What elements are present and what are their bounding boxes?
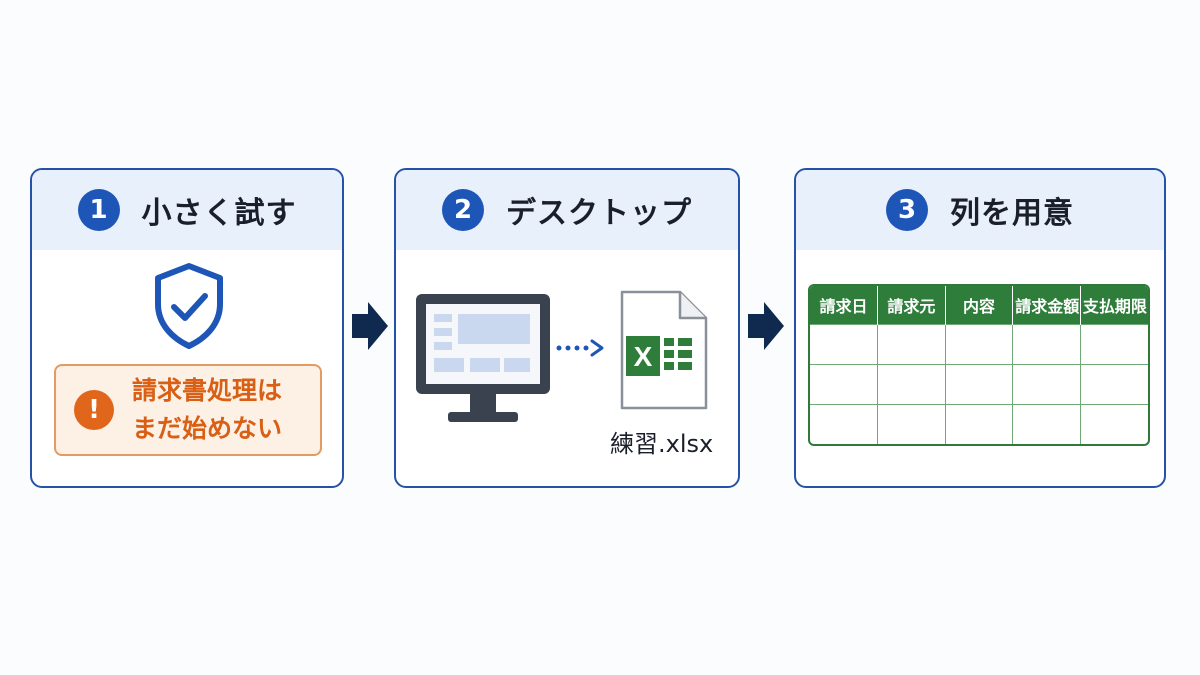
- excel-glyph: X: [634, 341, 653, 372]
- header-row: 請求日 請求元 内容 請求金額 支払期限: [810, 286, 1148, 324]
- warning-line-2: まだ始めない: [132, 414, 283, 443]
- column-header: 請求日: [810, 286, 879, 324]
- table-cell: [945, 363, 1014, 404]
- table-row: [810, 403, 1148, 444]
- column-header: 内容: [945, 286, 1014, 324]
- step-number-1: 1: [77, 189, 120, 231]
- table-cell: [1080, 403, 1148, 444]
- step-title-1: 小さく試す: [141, 196, 297, 231]
- step-header-2: 2 デスクトップ: [396, 170, 738, 250]
- step-card-1: 1 小さく試す ! 請求書処理は まだ始めない: [30, 168, 344, 488]
- arrow-right-icon: [352, 302, 388, 350]
- table-row: [810, 323, 1148, 364]
- step-title-2: デスクトップ: [506, 196, 692, 231]
- table-cell: [1080, 363, 1148, 404]
- desktop-monitor-icon: [416, 294, 550, 422]
- excel-file-icon: X: [620, 290, 708, 410]
- step-card-2: 2 デスクトップ X 練習.xlsx: [394, 168, 740, 488]
- table-cell: [945, 403, 1014, 444]
- table-cell: [877, 403, 946, 444]
- dotted-arrow-icon: [556, 339, 604, 357]
- table-cell: [810, 323, 879, 364]
- exclamation-icon: !: [74, 390, 114, 430]
- spreadsheet-grid: 請求日 請求元 内容 請求金額 支払期限: [808, 284, 1150, 446]
- step-header-3: 3 列を用意: [796, 170, 1164, 250]
- table-cell: [877, 363, 946, 404]
- warning-box: ! 請求書処理は まだ始めない: [54, 364, 322, 456]
- table-cell: [1012, 363, 1081, 404]
- arrow-right-icon: [748, 302, 784, 350]
- column-header: 請求元: [877, 286, 946, 324]
- step-header-1: 1 小さく試す: [32, 170, 342, 250]
- table-cell: [945, 323, 1014, 364]
- column-header: 請求金額: [1012, 286, 1081, 324]
- step-number-2: 2: [442, 189, 484, 231]
- table-cell: [877, 323, 946, 364]
- warning-text: 請求書処理は まだ始めない: [132, 372, 282, 448]
- table-cell: [810, 403, 879, 444]
- step-number-3: 3: [886, 189, 928, 231]
- column-header: 支払期限: [1080, 286, 1148, 324]
- step-title-3: 列を用意: [950, 196, 1074, 231]
- step-card-3: 3 列を用意 請求日 請求元 内容 請求金額 支払期限: [794, 168, 1166, 488]
- table-cell: [810, 363, 879, 404]
- table-cell: [1012, 323, 1081, 364]
- table-row: [810, 363, 1148, 404]
- file-name: 練習.xlsx: [610, 430, 714, 458]
- warning-line-1: 請求書処理は: [132, 376, 283, 405]
- table-cell: [1080, 323, 1148, 364]
- shield-check-icon: [155, 263, 223, 349]
- table-cell: [1012, 403, 1081, 444]
